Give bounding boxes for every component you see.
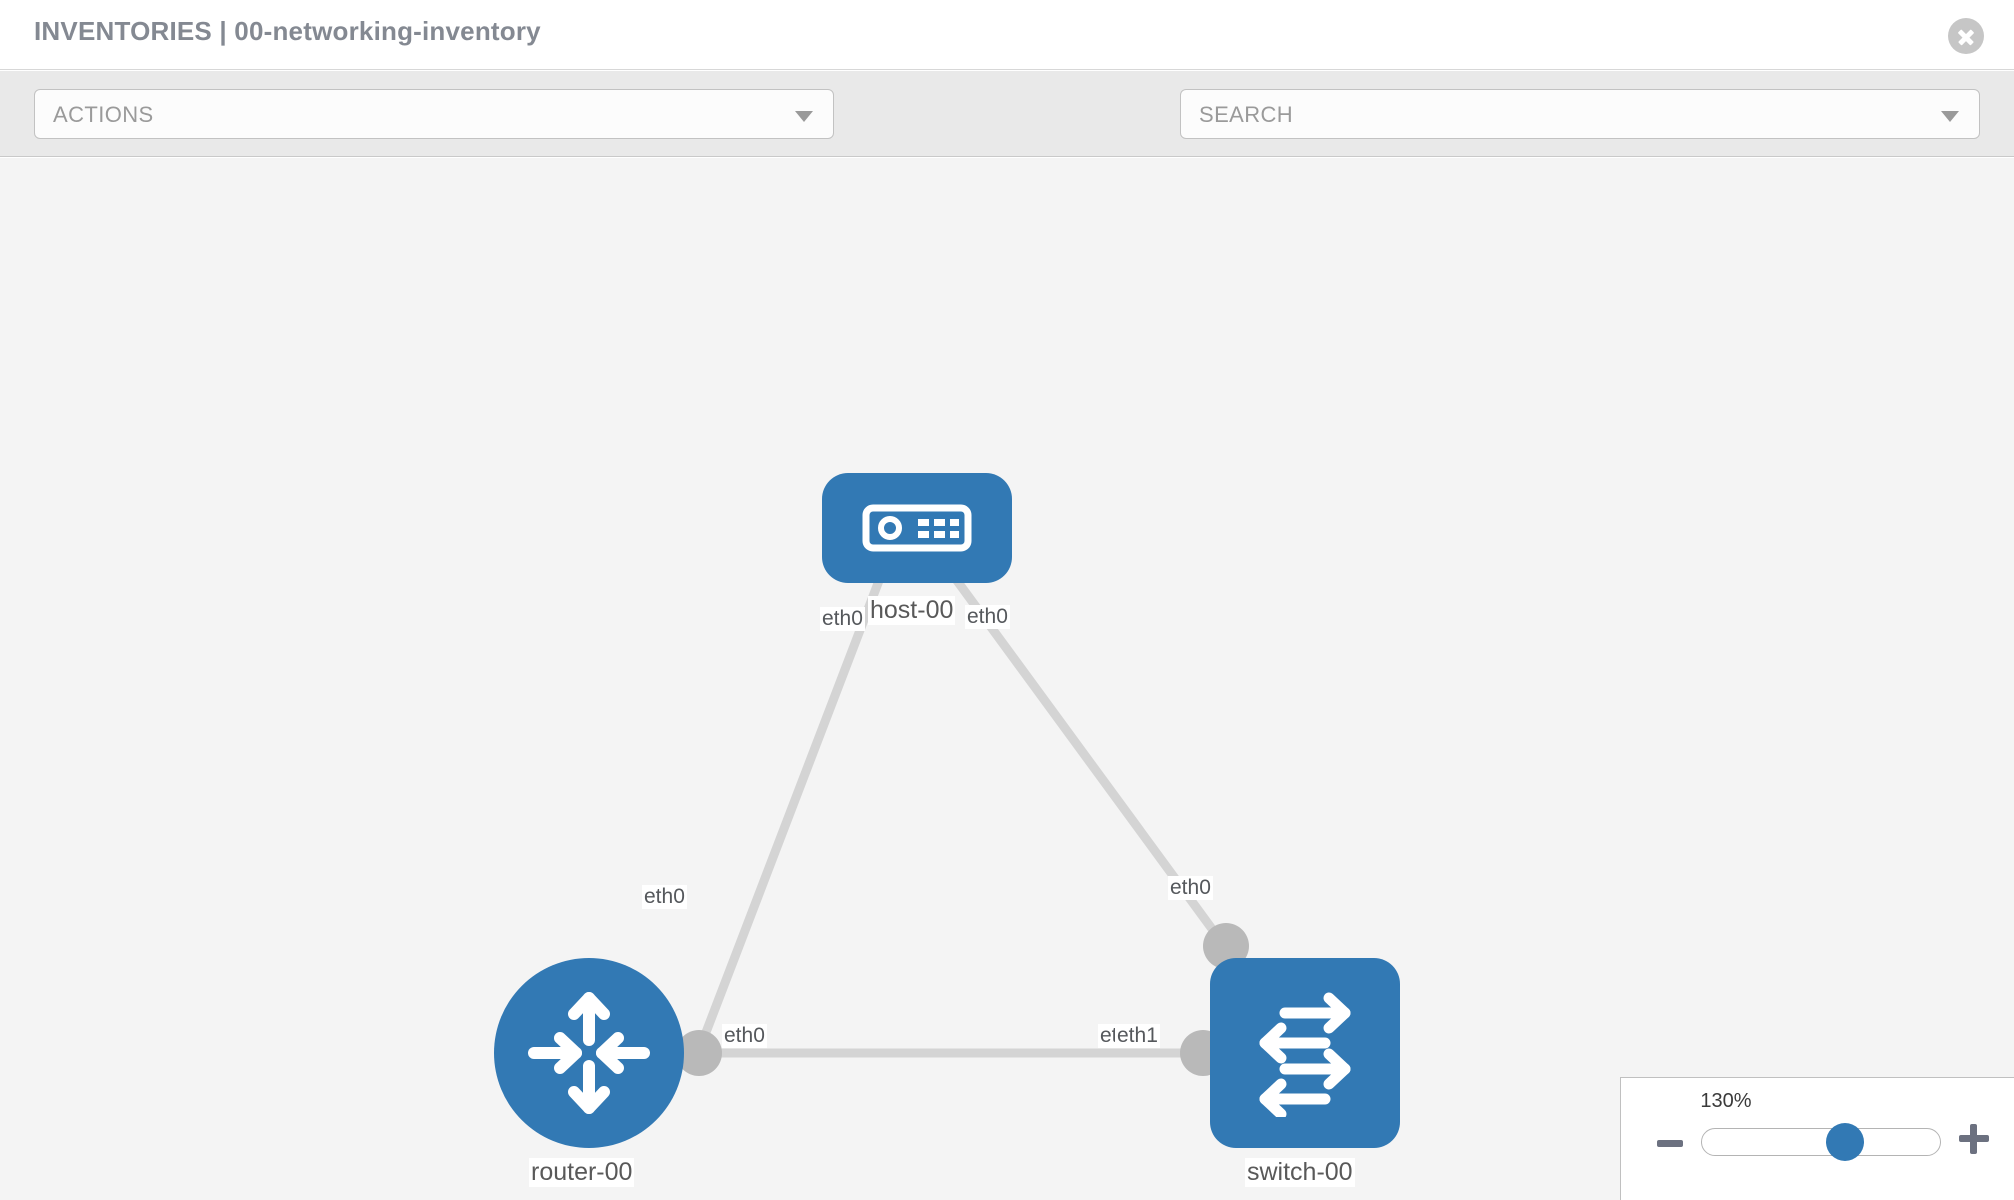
topology-links	[695, 575, 1230, 1058]
iface-label-router-eth0: eth0	[722, 1024, 767, 1048]
node-router-00-label: router-00	[529, 1158, 635, 1187]
search-input[interactable]: SEARCH	[1180, 89, 1980, 139]
switch-arrows-icon	[1259, 992, 1351, 1117]
node-switch-00-label: switch-00	[1245, 1158, 1355, 1187]
page-title: INVENTORIES | 00-networking-inventory	[34, 16, 541, 46]
close-icon[interactable]	[1948, 18, 1984, 54]
actions-dropdown[interactable]: ACTIONS	[34, 89, 834, 139]
plus-icon[interactable]	[1959, 1124, 1989, 1154]
iface-label-switch-eth0-up: eth0	[1168, 876, 1213, 900]
page-header: INVENTORIES | 00-networking-inventory	[0, 0, 2014, 70]
chevron-down-icon	[1941, 111, 1959, 122]
link-host-router	[695, 576, 885, 1050]
node-host-00-label: host-00	[868, 596, 956, 625]
zoom-control-panel: 130%	[1620, 1077, 2014, 1200]
server-icon	[862, 504, 972, 552]
zoom-slider[interactable]	[1701, 1123, 1941, 1161]
search-placeholder: SEARCH	[1199, 102, 1294, 127]
toolbar: ACTIONS SEARCH	[0, 71, 2014, 199]
zoom-slider-thumb[interactable]	[1825, 1123, 1864, 1161]
chevron-down-icon	[795, 111, 813, 122]
node-switch-00-shape[interactable]	[1210, 958, 1400, 1148]
topology-canvas[interactable]: host-00 router-00	[0, 158, 2014, 1200]
node-router-00-shape[interactable]	[494, 958, 684, 1148]
actions-dropdown-label: ACTIONS	[53, 102, 154, 127]
router-arrows-icon	[528, 992, 650, 1114]
iface-label-host-eth0-right: eth0	[965, 605, 1010, 629]
minus-icon[interactable]	[1657, 1130, 1683, 1156]
zoom-level-value: 130%	[1700, 1090, 1752, 1112]
iface-label-router-eth0-up: eth0	[642, 885, 687, 909]
node-host-00-shape[interactable]	[822, 473, 1012, 583]
iface-label-switch-eth1: eth1	[1115, 1024, 1160, 1048]
iface-label-host-eth0-left: eth0	[820, 607, 865, 631]
